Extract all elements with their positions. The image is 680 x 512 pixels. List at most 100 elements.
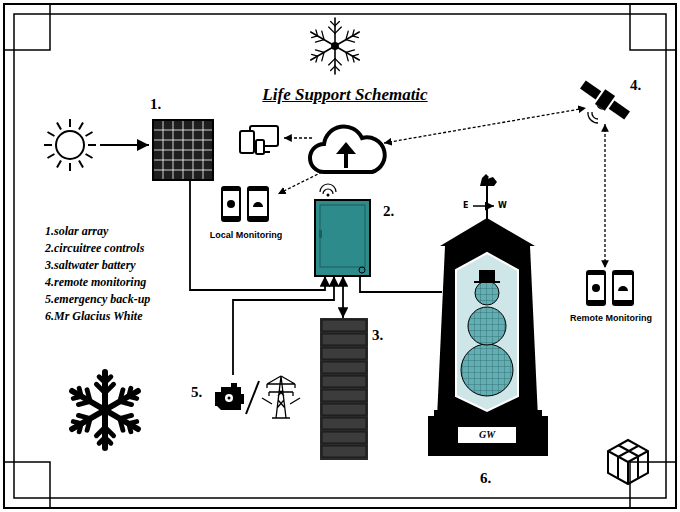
controls-box-icon bbox=[315, 200, 370, 276]
screens-icon bbox=[256, 140, 264, 154]
remote-phones-icon bbox=[592, 284, 600, 292]
parts-list-item: 6.Mr Glacius White bbox=[45, 309, 142, 324]
pylon-icon bbox=[267, 376, 295, 396]
frame bbox=[4, 462, 50, 508]
battery-stack-icon bbox=[322, 334, 366, 345]
snowflake-icon bbox=[96, 427, 105, 436]
snowflake-icon bbox=[311, 18, 359, 74]
connector bbox=[233, 276, 334, 375]
remote-phones-icon bbox=[612, 270, 634, 306]
satellite-icon bbox=[596, 105, 603, 111]
callout-number: 1. bbox=[150, 95, 161, 113]
connector bbox=[360, 276, 442, 292]
sun-icon bbox=[44, 144, 52, 146]
cloud-icon bbox=[310, 126, 385, 172]
sun-icon bbox=[69, 163, 71, 171]
snowflake-icon bbox=[87, 390, 90, 402]
battery-stack-icon bbox=[322, 390, 366, 401]
satellite-icon bbox=[609, 100, 630, 119]
cloud-icon bbox=[336, 142, 356, 154]
snowflake-icon bbox=[335, 59, 341, 65]
battery-stack-icon bbox=[322, 362, 366, 373]
remote-phones-icon bbox=[588, 275, 604, 300]
plaque-text: GW bbox=[458, 427, 516, 443]
sun-icon bbox=[56, 131, 84, 159]
battery-stack-icon bbox=[322, 446, 366, 457]
parts-list-item: 2.circuitree controls bbox=[45, 241, 144, 256]
glass-tomb bbox=[437, 246, 538, 418]
frame bbox=[4, 4, 50, 50]
glass-tomb bbox=[440, 218, 535, 246]
solar-panel-icon bbox=[153, 120, 213, 180]
controls-box-icon bbox=[327, 194, 330, 197]
sun-icon bbox=[79, 122, 83, 129]
snowflake-icon bbox=[352, 54, 358, 56]
local-phones-icon bbox=[253, 202, 263, 207]
monitor-label: Remote Monitoring bbox=[561, 312, 661, 324]
frame bbox=[14, 14, 666, 498]
battery-stack-icon bbox=[320, 318, 368, 460]
glass-tomb bbox=[458, 427, 516, 443]
snowflake-icon bbox=[329, 27, 335, 33]
solar-panel-icon bbox=[153, 120, 213, 180]
engine-icon bbox=[225, 394, 233, 402]
snowflake-icon bbox=[335, 27, 341, 33]
battery-stack-icon bbox=[322, 404, 366, 415]
diagram-title: Life Support Schematic bbox=[245, 84, 445, 106]
local-phones-icon bbox=[227, 200, 235, 208]
tomb-enclosure: GW6. bbox=[428, 218, 548, 456]
snowflake-icon bbox=[335, 46, 359, 60]
snowflake-icon bbox=[346, 52, 348, 61]
snowflake-icon bbox=[79, 388, 81, 396]
signal-arcs bbox=[588, 112, 598, 123]
satellite-icon bbox=[577, 77, 632, 124]
monitor-label: Local Monitoring bbox=[198, 229, 294, 241]
snowflake-icon bbox=[312, 54, 318, 56]
logo-cube bbox=[608, 440, 648, 484]
snowflake-icon bbox=[352, 36, 358, 38]
snowflake-icon bbox=[331, 42, 339, 50]
sun-arrow bbox=[100, 144, 149, 146]
controls-box-icon bbox=[319, 230, 322, 238]
solar-array: 1. bbox=[153, 120, 213, 180]
sun-icon bbox=[88, 144, 96, 146]
snowman bbox=[468, 307, 506, 345]
local-phones-icon bbox=[247, 186, 269, 222]
engine-icon bbox=[228, 397, 231, 400]
frame bbox=[630, 4, 676, 50]
remote-phones-icon bbox=[618, 286, 628, 291]
pylon-icon bbox=[262, 398, 300, 404]
local-phones-icon bbox=[223, 191, 239, 216]
parts-list-item: 3.saltwater battery bbox=[45, 258, 136, 273]
signal-arcs bbox=[588, 112, 598, 123]
snowflake-icon bbox=[329, 59, 335, 65]
screens-icon bbox=[240, 126, 278, 154]
controls-box: 2. bbox=[315, 200, 370, 276]
cloud-to-screens bbox=[284, 137, 312, 138]
snowflake-icon bbox=[100, 405, 111, 416]
sun-icon bbox=[69, 119, 71, 127]
snowman bbox=[474, 281, 500, 283]
snowflake-icon bbox=[129, 396, 137, 398]
sun-icon bbox=[86, 132, 93, 136]
snowflake-icon bbox=[72, 372, 138, 448]
snowflake-icon bbox=[105, 377, 111, 383]
battery-stack-icon bbox=[322, 320, 366, 331]
snowflake-icon bbox=[352, 30, 354, 36]
callout-number: 4. bbox=[630, 76, 641, 94]
sun-icon bbox=[47, 132, 54, 136]
frame bbox=[4, 4, 676, 508]
snowflake-icon bbox=[346, 50, 355, 52]
vane-letter: W bbox=[498, 201, 507, 211]
satellite-icon bbox=[580, 80, 601, 99]
battery-stack-icon bbox=[322, 348, 366, 359]
snowflake-icon bbox=[120, 401, 132, 404]
battery-stack-icon bbox=[322, 376, 366, 387]
engine-icon bbox=[215, 383, 244, 410]
snowflake-icon bbox=[335, 32, 359, 46]
frame bbox=[630, 462, 676, 508]
callout-number: 3. bbox=[372, 326, 383, 344]
controls-box-icon bbox=[320, 205, 365, 267]
snowflake-icon bbox=[346, 31, 348, 40]
weather-vane bbox=[480, 174, 497, 186]
